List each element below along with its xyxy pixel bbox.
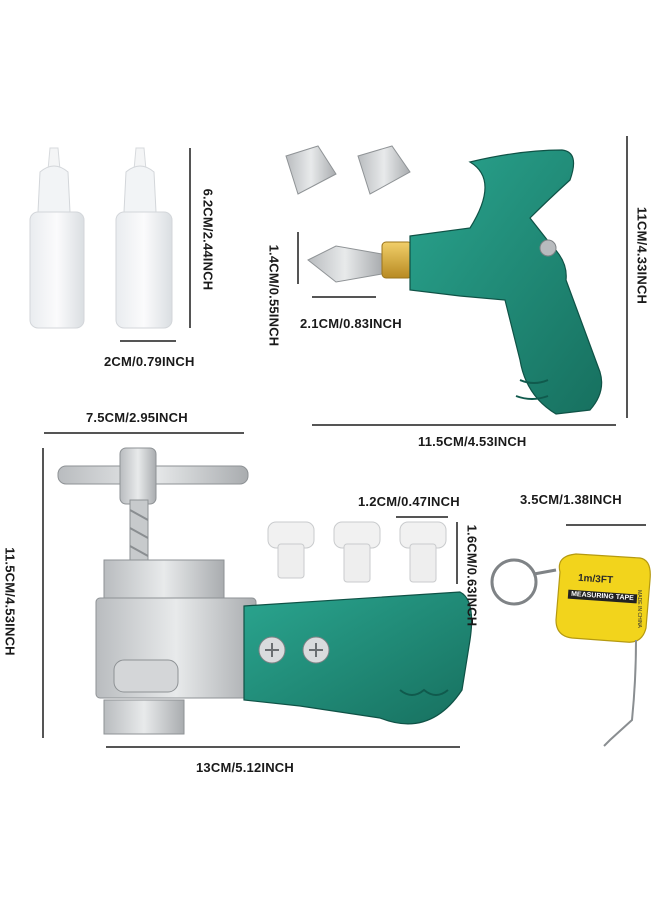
rubber-cap-3 bbox=[399, 521, 447, 583]
dimension-line bbox=[120, 340, 176, 342]
dimension-line bbox=[297, 232, 299, 284]
cap-width-label: 1.2CM/0.47INCH bbox=[358, 494, 460, 509]
oil-bottle-left bbox=[29, 147, 85, 329]
dimension-line bbox=[106, 746, 460, 748]
dimension-line bbox=[312, 296, 376, 298]
rubber-cap-1 bbox=[267, 521, 315, 579]
dimension-line bbox=[456, 522, 458, 584]
dimension-line bbox=[312, 424, 616, 426]
dimension-line bbox=[42, 448, 44, 738]
blade-width-label: 2.1CM/0.83INCH bbox=[300, 316, 402, 331]
cutter-width-label: 11.5CM/4.53INCH bbox=[418, 434, 527, 449]
rubber-cap-2 bbox=[333, 521, 381, 583]
dimension-line bbox=[44, 432, 244, 434]
cutter-height-label: 11CM/4.33INCH bbox=[634, 206, 650, 305]
dimension-line bbox=[566, 524, 646, 526]
bottle-height-label: 6.2CM/2.44INCH bbox=[200, 188, 216, 291]
pistol-glass-cutter bbox=[307, 149, 603, 415]
dimension-line bbox=[189, 148, 191, 328]
plier-handle-bar-label: 7.5CM/2.95INCH bbox=[86, 410, 188, 425]
oil-bottle-right bbox=[115, 147, 173, 329]
running-plier bbox=[57, 447, 473, 735]
plier-height-label: 11.5CM/4.53INCH bbox=[2, 547, 18, 656]
dimension-line bbox=[396, 516, 448, 518]
tape-measure bbox=[490, 553, 651, 747]
bottle-width-label: 2CM/0.79INCH bbox=[104, 354, 195, 369]
tape-width-label: 3.5CM/1.38INCH bbox=[520, 492, 622, 507]
blade-height-label: 1.4CM/0.55INCH bbox=[266, 244, 282, 347]
tape-origin-text: MADE IN CHINA bbox=[635, 590, 642, 628]
tape-brand-text: 1m/3FT bbox=[577, 572, 614, 587]
cap-height-label: 1.6CM/0.63INCH bbox=[464, 524, 480, 627]
spare-blade-2 bbox=[357, 145, 411, 195]
plier-width-label: 13CM/5.12INCH bbox=[196, 760, 294, 775]
dimension-line bbox=[626, 136, 628, 418]
spare-blade-1 bbox=[285, 145, 337, 195]
